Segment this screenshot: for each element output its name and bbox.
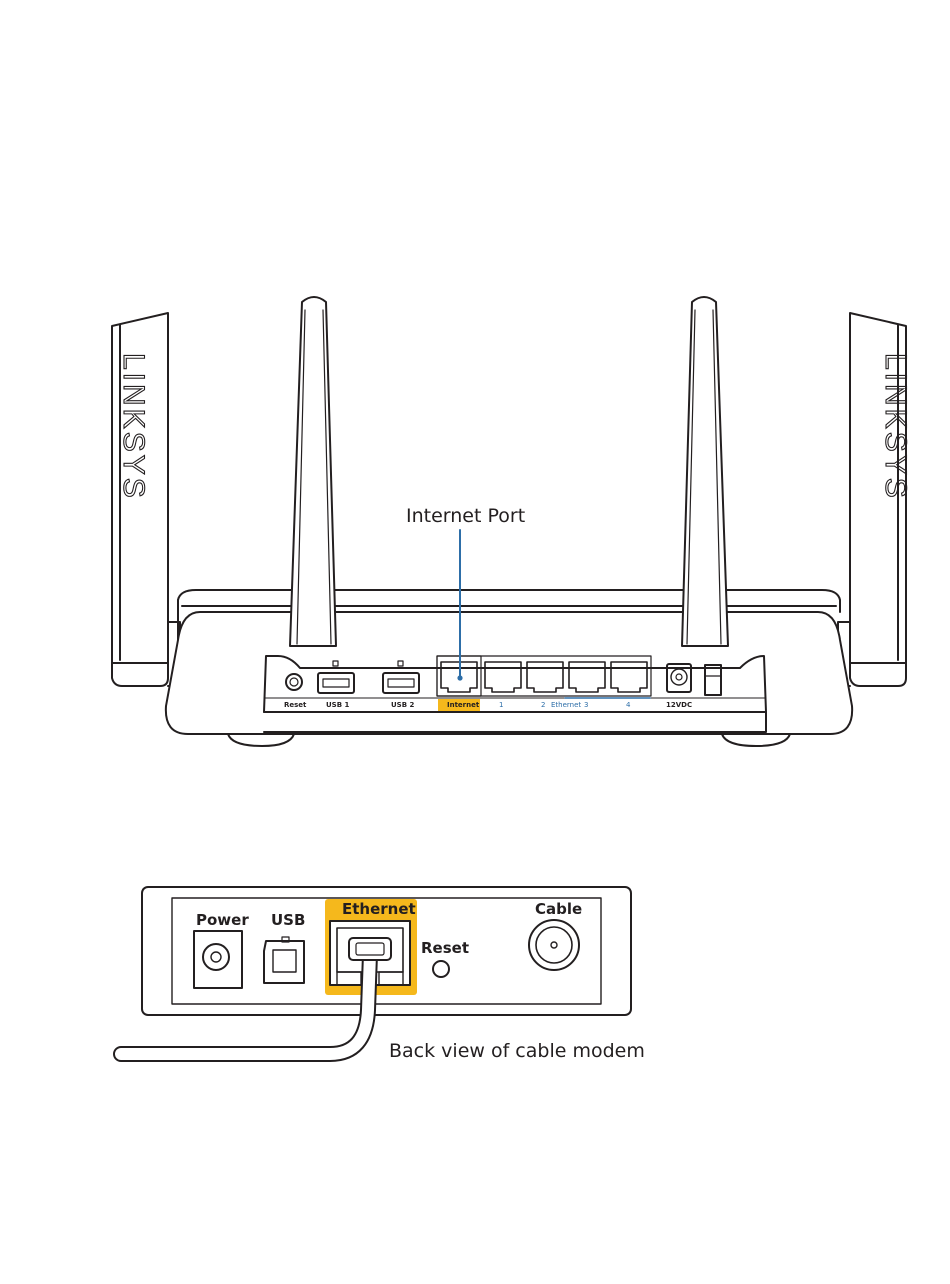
right-antenna-brand: LINKSYS xyxy=(879,353,912,501)
router-label-power: 12VDC xyxy=(666,701,692,709)
router-label-ethernet: Ethernet xyxy=(551,701,581,709)
internet-port-callout: Internet Port xyxy=(406,505,525,527)
router-body xyxy=(166,590,852,746)
left-stick-antenna xyxy=(290,297,336,646)
router-label-usb1: USB 1 xyxy=(326,701,349,709)
router-label-port3: 3 xyxy=(584,701,588,709)
modem-caption: Back view of cable modem xyxy=(389,1040,645,1062)
modem-label-usb: USB xyxy=(271,911,305,929)
router-label-internet: Internet xyxy=(447,701,480,709)
modem-label-power: Power xyxy=(196,911,249,929)
modem-label-reset: Reset xyxy=(421,939,469,957)
modem-power-jack xyxy=(194,931,242,988)
router-label-port4: 4 xyxy=(626,701,631,709)
modem-label-cable: Cable xyxy=(535,900,582,918)
router-label-reset: Reset xyxy=(284,701,307,709)
modem-label-ethernet: Ethernet xyxy=(342,900,416,918)
left-antenna-brand: LINKSYS xyxy=(117,353,150,501)
right-stick-antenna xyxy=(682,297,728,646)
router-label-usb2: USB 2 xyxy=(391,701,414,709)
callout-dot xyxy=(457,675,462,680)
modem-usb-port xyxy=(264,937,304,983)
router-label-port1: 1 xyxy=(499,701,503,709)
router-label-port2: 2 xyxy=(541,701,545,709)
